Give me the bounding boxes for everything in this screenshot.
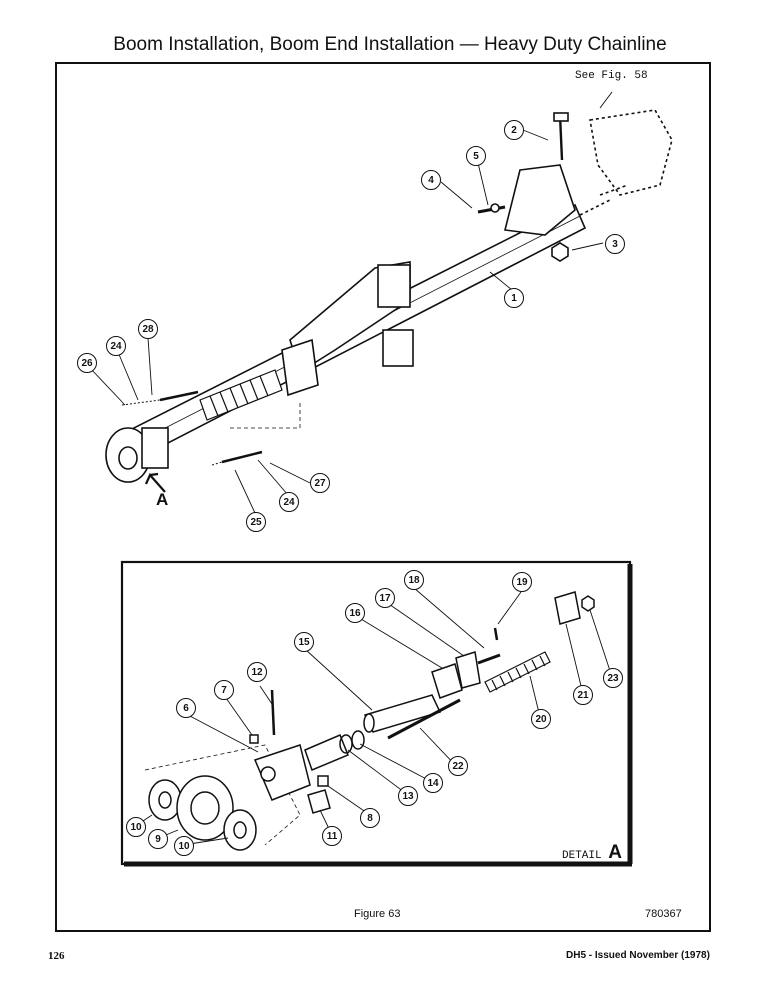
callout-22: 22 (448, 756, 468, 776)
detail-a-arrow (144, 472, 166, 493)
block-16 (431, 663, 463, 699)
bolt-2 (558, 114, 564, 161)
tube-body (304, 734, 349, 771)
callout-5: 5 (466, 146, 486, 166)
callout-2: 2 (504, 120, 524, 140)
callout-20: 20 (531, 709, 551, 729)
nut-3 (551, 242, 569, 262)
callout-15: 15 (294, 632, 314, 652)
spring-20 (484, 651, 551, 693)
issue-footer: DH5 - Issued November (1978) (566, 950, 710, 961)
callout-24: 24 (106, 336, 126, 356)
plate-21 (554, 591, 581, 625)
callout-26: 26 (77, 353, 97, 373)
callout-12: 12 (247, 662, 267, 682)
callout-7: 7 (214, 680, 234, 700)
key-11 (307, 789, 331, 814)
rod-22 (387, 698, 461, 740)
callout-13: 13 (398, 786, 418, 806)
bearing-10a (148, 779, 182, 821)
yoke-6 (253, 744, 311, 801)
callout-10a: 10 (126, 817, 146, 837)
see-figure-ref: See Fig. 58 (575, 70, 648, 82)
callout-23: 23 (603, 668, 623, 688)
callout-14: 14 (423, 773, 443, 793)
figure-caption: Figure 63 (354, 908, 401, 920)
callout-8: 8 (360, 808, 380, 828)
compression-spring (199, 369, 283, 421)
page-number: 126 (48, 950, 65, 962)
page-title: Boom Installation, Boom End Installation… (113, 34, 667, 55)
plate-17 (455, 651, 481, 689)
detail-label: DETAIL A (562, 842, 622, 864)
callout-3: 3 (605, 234, 625, 254)
channel-section (281, 338, 319, 397)
figure-frame (55, 62, 711, 932)
callout-4: 4 (421, 170, 441, 190)
nut-23 (581, 595, 595, 612)
detail-label-letter: A (608, 842, 622, 863)
callout-28: 28 (138, 319, 158, 339)
callout-18: 18 (404, 570, 424, 590)
bearing-10b (223, 809, 257, 851)
callout-24b: 24 (279, 492, 299, 512)
mount-bracket (504, 164, 576, 236)
pulley-9 (176, 775, 234, 841)
callout-21: 21 (573, 685, 593, 705)
callout-1: 1 (504, 288, 524, 308)
callout-25: 25 (246, 512, 266, 532)
drawing-number: 780367 (645, 908, 682, 920)
callout-16: 16 (345, 603, 365, 623)
detail-label-text: DETAIL (562, 850, 602, 862)
callout-27: 27 (310, 473, 330, 493)
arrow-letter: A (156, 490, 169, 509)
callout-10b: 10 (174, 836, 194, 856)
callout-11: 11 (322, 826, 342, 846)
callout-9: 9 (148, 829, 168, 849)
callout-17: 17 (375, 588, 395, 608)
callout-19: 19 (512, 572, 532, 592)
callout-6: 6 (176, 698, 196, 718)
